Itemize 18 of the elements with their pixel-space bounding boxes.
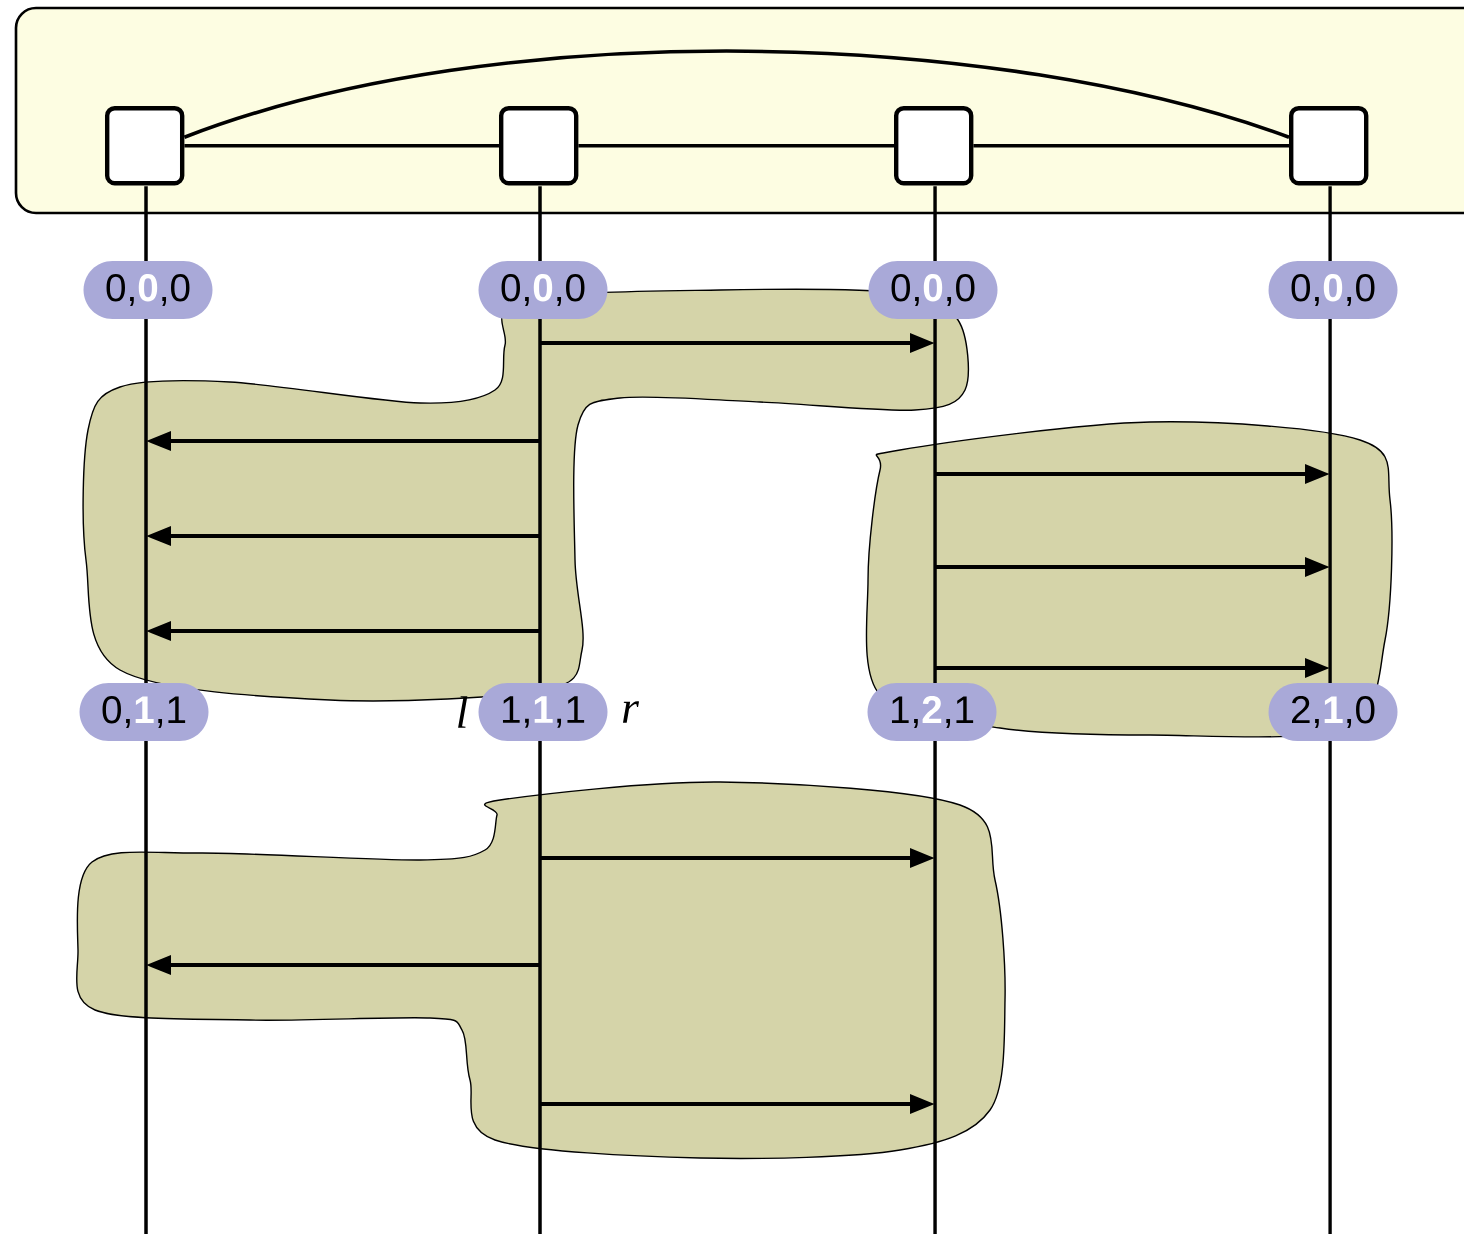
variable-label: l: [458, 696, 468, 728]
connection-line: [184, 143, 499, 148]
variable-label: r: [622, 701, 640, 723]
connection-line: [578, 143, 894, 148]
vector-clock-pill: 0,0,0: [478, 261, 608, 319]
process-square: [499, 106, 579, 186]
vector-clock-pill: 1,2,1: [867, 683, 997, 741]
vector-clock-pill: 0,0,0: [1268, 261, 1398, 319]
connection-arc: [183, 49, 1290, 139]
vector-clock-pill: 0,0,0: [868, 261, 998, 319]
process-square: [1289, 106, 1369, 186]
process-square: [894, 106, 974, 186]
vector-clock-pill: 0,1,1: [79, 683, 209, 741]
vector-clock-pill: 2,1,0: [1268, 683, 1398, 741]
vector-clock-pill: 1,1,1: [478, 683, 608, 741]
process-square: [105, 106, 185, 186]
vector-clock-pill: 0,0,0: [83, 261, 213, 319]
connection-line: [973, 143, 1289, 148]
